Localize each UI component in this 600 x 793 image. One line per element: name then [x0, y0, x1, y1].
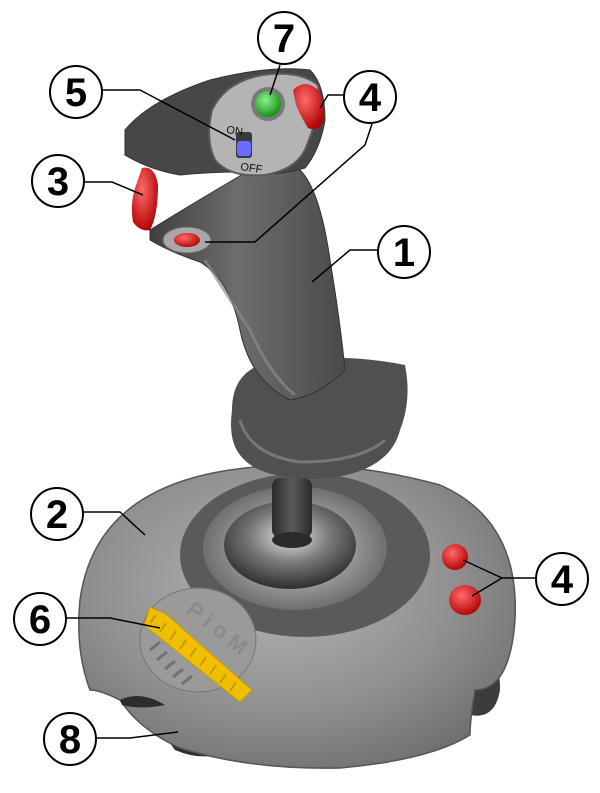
svg-text:4: 4 — [551, 558, 574, 602]
callout-7: 7 — [257, 11, 311, 65]
joystick-base — [78, 464, 517, 769]
svg-text:7: 7 — [273, 17, 295, 61]
leader-lines — [62, 64, 537, 739]
svg-text:6: 6 — [29, 598, 51, 642]
callout-8: 8 — [43, 712, 97, 766]
switch-off-label: OFF — [240, 161, 264, 176]
joystick-shaft — [272, 478, 312, 548]
callout-2: 2 — [30, 487, 84, 541]
callout-4-top: 4 — [343, 70, 397, 124]
base-button-lower[interactable] — [449, 585, 481, 615]
grip-side-button[interactable] — [162, 226, 212, 254]
throttle-wheel[interactable]: PioM — [139, 587, 258, 703]
callout-1: 1 — [377, 225, 431, 279]
svg-text:4: 4 — [359, 76, 382, 120]
top-red-button[interactable] — [293, 84, 324, 130]
svg-text:2: 2 — [46, 493, 68, 537]
on-off-switch[interactable]: ON OFF — [226, 124, 264, 176]
callout-4-base: 4 — [535, 552, 589, 606]
svg-text:5: 5 — [65, 71, 87, 115]
svg-text:8: 8 — [59, 718, 81, 762]
trigger-button[interactable] — [131, 167, 158, 231]
green-button[interactable] — [251, 87, 285, 121]
switch-on-label: ON — [226, 124, 244, 138]
base-button-upper[interactable] — [442, 544, 468, 570]
callout-6: 6 — [13, 592, 67, 646]
svg-text:1: 1 — [393, 231, 415, 275]
svg-text:3: 3 — [47, 160, 69, 204]
callout-3: 3 — [31, 154, 85, 208]
callout-5: 5 — [49, 65, 103, 119]
